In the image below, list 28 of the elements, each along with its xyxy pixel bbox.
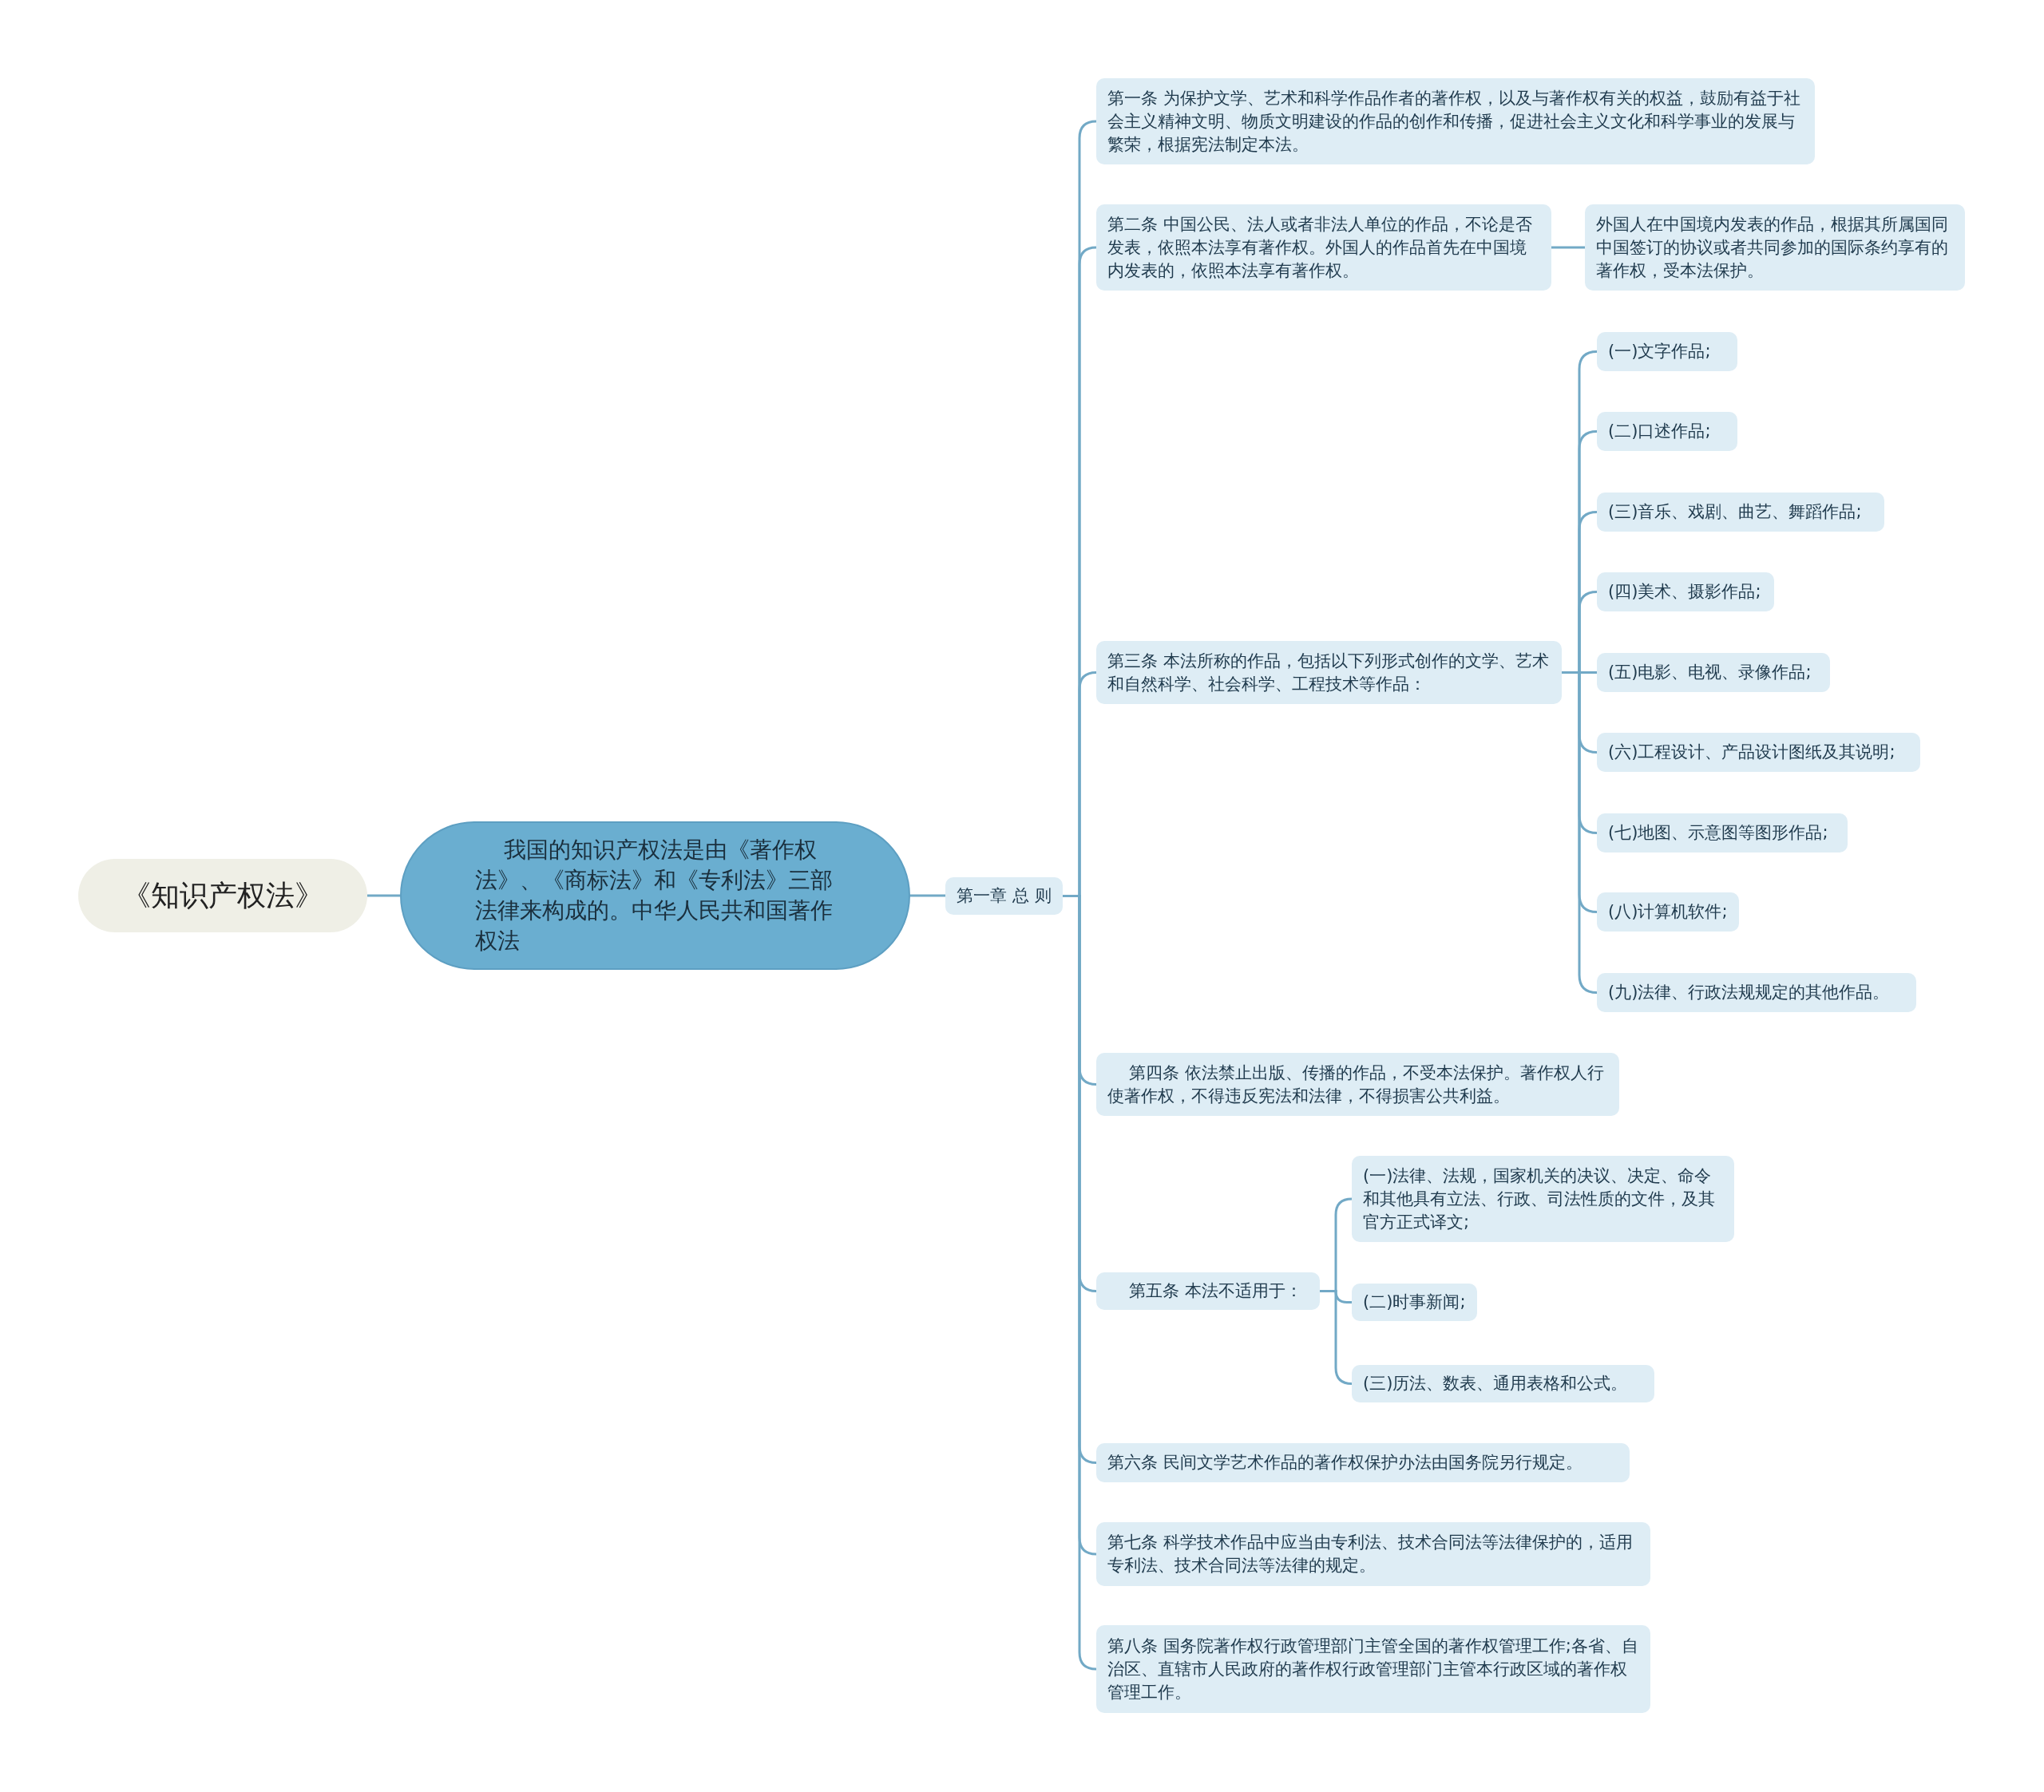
list-item-box: (二)时事新闻;	[1352, 1284, 1477, 1321]
central-topic-pill: 我国的知识产权法是由《著作权法》、《商标法》和《专利法》三部法律来构成的。中华人民共和国著作权法	[400, 821, 910, 970]
list-item-box: (九)法律、行政法规规定的其他作品。	[1597, 973, 1916, 1012]
list-item-box: (一)法律、法规，国家机关的决议、决定、命令和其他具有立法、行政、司法性质的文件，及其官方正式译文;	[1352, 1156, 1734, 1242]
list-item-box: (二)口述作品;	[1597, 412, 1737, 451]
list-item-box: (六)工程设计、产品设计图纸及其说明;	[1597, 733, 1920, 772]
list-item-box: (七)地图、示意图等图形作品;	[1597, 813, 1848, 852]
list-item-box: (八)计算机软件;	[1597, 892, 1739, 932]
article-box: 第一条 为保护文学、艺术和科学作品作者的著作权，以及与著作权有关的权益，鼓励有益于社会主义精神文明、物质文明建设的作品的创作和传播，促进社会主义文化和科学事业的发展与繁荣，根据宪法制定本法。	[1096, 78, 1815, 164]
article-box: 第四条 依法禁止出版、传播的作品，不受本法保护。著作权人行使著作权，不得违反宪法和法律，不得损害公共利益。	[1096, 1053, 1619, 1116]
connector-line	[1551, 246, 1585, 249]
article-box: 第八条 国务院著作权行政管理部门主管全国的著作权管理工作;各省、自治区、直辖市人民政府的著作权行政管理部门主管本行政区域的著作权管理工作。	[1096, 1625, 1650, 1713]
article-box: 第七条 科学技术作品中应当由专利法、技术合同法等法律保护的，适用专利法、技术合同法等法律的规定。	[1096, 1522, 1650, 1586]
connector-line	[910, 894, 945, 897]
list-item-box: (一)文字作品;	[1597, 332, 1737, 371]
article-box: 第二条 中国公民、法人或者非法人单位的作品，不论是否发表，依照本法享有著作权。外国人的作品首先在中国境内发表的，依照本法享有著作权。	[1096, 204, 1551, 291]
list-item-box: (五)电影、电视、录像作品;	[1597, 653, 1830, 692]
list-item-box: (三)音乐、戏剧、曲艺、舞蹈作品;	[1597, 493, 1884, 532]
article-box: 第六条 民间文学艺术作品的著作权保护办法由国务院另行规定。	[1096, 1443, 1630, 1482]
article-box: 第三条 本法所称的作品，包括以下列形式创作的文学、艺术和自然科学、社会科学、工程技术等作品：	[1096, 641, 1562, 704]
connector-line	[367, 894, 400, 897]
root-topic: 《知识产权法》	[78, 859, 367, 932]
list-item-box: (三)历法、数表、通用表格和公式。	[1352, 1365, 1654, 1402]
chapter-box: 第一章 总 则	[945, 877, 1063, 915]
article-box: 外国人在中国境内发表的作品，根据其所属国同中国签订的协议或者共同参加的国际条约享有的著作权，受本法保护。	[1585, 204, 1965, 291]
connector-line	[1562, 671, 1598, 994]
list-item-box: (四)美术、摄影作品;	[1597, 572, 1774, 611]
article-box: 第五条 本法不适用于：	[1096, 1272, 1320, 1310]
